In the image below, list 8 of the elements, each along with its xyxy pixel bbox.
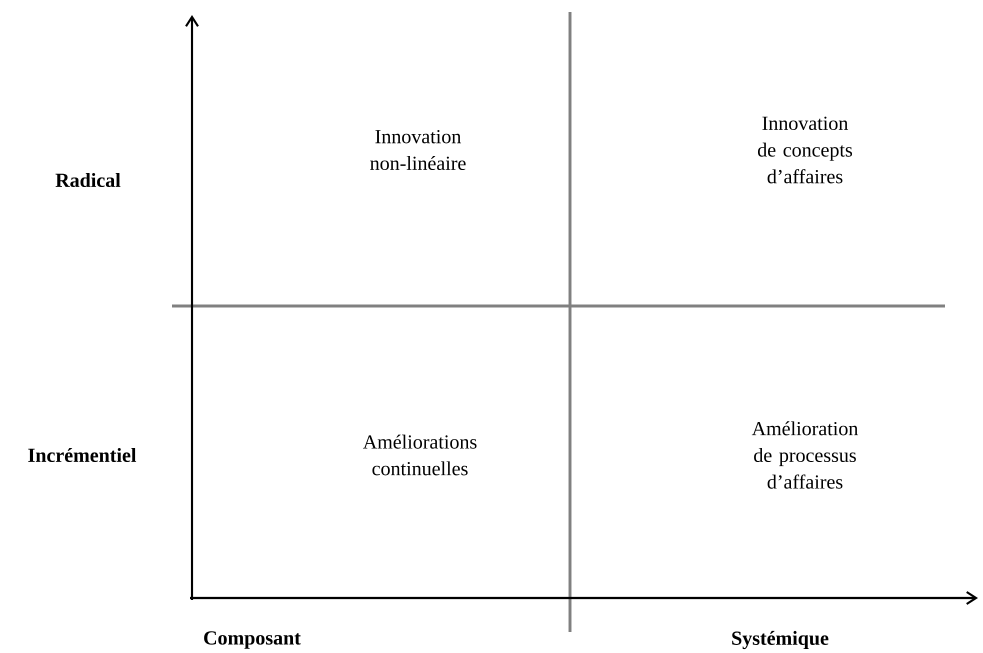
quadrant-text: Innovation de concepts d’affaires bbox=[758, 116, 852, 184]
axis-label: Systémique bbox=[732, 630, 828, 650]
axis-label: Incrémentiel bbox=[28, 448, 136, 462]
axis-label: Composant bbox=[204, 631, 301, 649]
axis-label: Radical bbox=[56, 172, 120, 188]
quadrant-text: Amélioration de processus d’affaires bbox=[752, 421, 858, 489]
quadrant-text: Améliorations continuelles bbox=[362, 434, 476, 476]
quadrant-text: Innovation non-linéaire bbox=[370, 130, 466, 170]
